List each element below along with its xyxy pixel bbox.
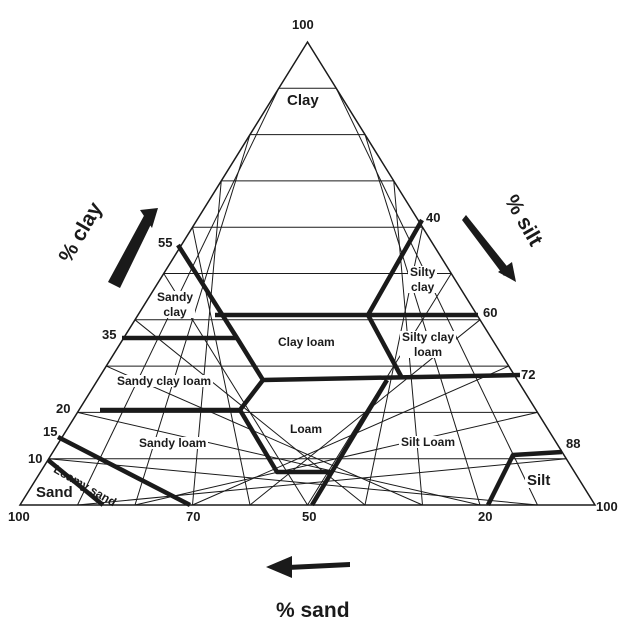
region-silty-clay-loam-line1: Silty clay — [402, 330, 455, 344]
boundary-silt — [485, 449, 563, 507]
grid-line-silt — [364, 134, 481, 506]
tick-sand-50: 50 — [302, 509, 317, 524]
region-silt-loam: Silt Loam — [399, 435, 458, 449]
tick-silt-40: 40 — [426, 210, 441, 225]
tick-sand-100: 100 — [8, 509, 30, 524]
region-silty-clay-loam-line2: loam — [414, 345, 443, 359]
region-sandy-clay-line2: clay — [163, 305, 187, 319]
tick-silt-72: 72 — [521, 367, 536, 382]
tick-sand-20: 20 — [478, 509, 493, 524]
tick-silt-100: 100 — [596, 499, 618, 514]
grid-line-sand — [106, 365, 423, 506]
boundary-sand — [46, 458, 105, 507]
tick-clay-15: 15 — [43, 424, 58, 439]
region-silty-clay-line1: Silty — [410, 265, 436, 279]
axis-label-sand: % sand — [276, 599, 350, 622]
tick-clay-10: 10 — [28, 451, 43, 466]
grid-line-silt — [335, 88, 538, 506]
region-sandy-clay-loam: Sandy clay loam — [115, 374, 214, 388]
boundary-loam-silt — [310, 378, 389, 507]
grid-line-sand — [48, 458, 538, 506]
grid-lines — [48, 87, 567, 506]
region-sandy-loam: Sandy loam — [137, 436, 209, 450]
clay-arrow — [108, 212, 154, 288]
silt-arrow-head — [498, 262, 516, 282]
silt-arrow — [462, 215, 510, 276]
sand-arrow-head — [266, 556, 292, 578]
tick-clay-35: 35 — [102, 327, 117, 342]
tick-clay-55: 55 — [158, 235, 173, 250]
region-loam: Loam — [288, 422, 325, 436]
clay-arrow-head — [140, 208, 158, 228]
boundary-loam — [238, 408, 330, 475]
tick-apex-100: 100 — [292, 17, 314, 32]
region-silty-clay-line2: clay — [410, 280, 435, 294]
tick-silt-88: 88 — [566, 436, 581, 451]
region-sandy-clay-line1: Sandy — [157, 290, 194, 304]
texture-class-boundaries — [46, 218, 563, 508]
region-clay: Clay — [285, 92, 321, 109]
tick-sand-70: 70 — [186, 509, 201, 524]
region-sand: Sand — [36, 484, 73, 501]
tick-clay-20: 20 — [56, 401, 71, 416]
region-silt: Silt — [525, 472, 553, 489]
triangle-outline — [18, 40, 597, 506]
sand-arrow — [288, 562, 350, 570]
tick-silt-60: 60 — [483, 305, 498, 320]
boundary-sandy-clay — [176, 243, 521, 383]
region-clay-loam: Clay loam — [276, 335, 337, 349]
boundary-loamy-sand — [56, 434, 192, 508]
grid-line-sand — [77, 411, 481, 506]
